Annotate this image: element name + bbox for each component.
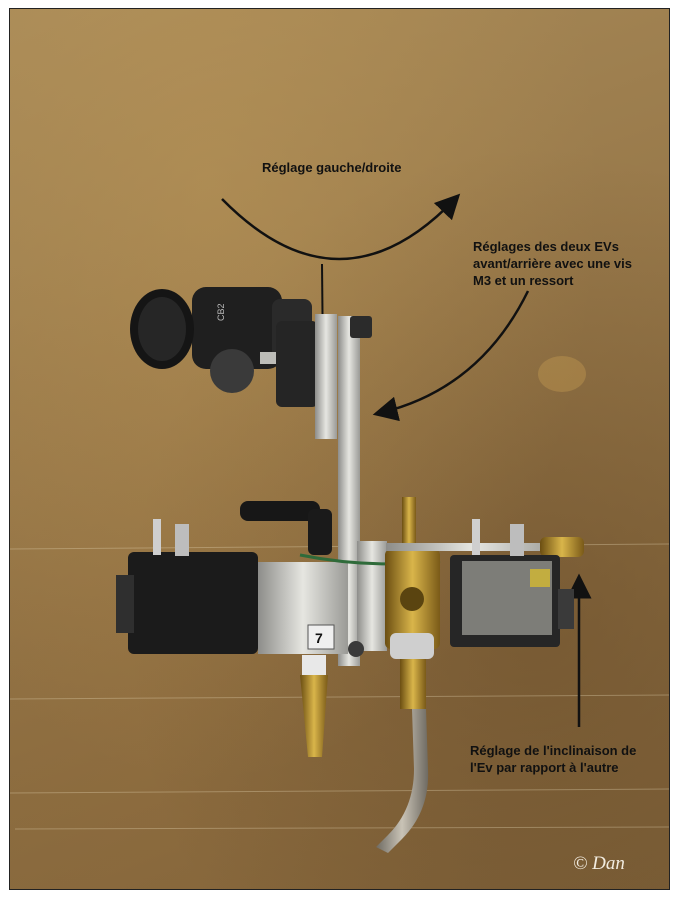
left-right-adjustment-label: Réglage gauche/droite <box>262 160 402 175</box>
photo-frame: CB2 7 <box>9 8 670 890</box>
front-back-arrow <box>372 290 530 422</box>
front-back-adjustment-label-line-2: avant/arrière avec une vis <box>473 256 632 271</box>
photo-scene: CB2 7 <box>10 193 669 853</box>
photo-credit: © Dan <box>573 853 625 874</box>
front-back-adjustment-label-line-1: Réglages des deux EVs <box>473 239 619 254</box>
right-solenoid-valve <box>386 519 584 647</box>
valve-tag-number: 7 <box>315 630 323 646</box>
tilt-adjustment-label-line-2: l'Ev par rapport à l'autre <box>470 760 619 775</box>
left-right-arrow <box>221 193 461 261</box>
board-stain <box>538 356 586 392</box>
ball-head-mount: CB2 <box>130 287 318 407</box>
brass-valve-body <box>376 497 440 853</box>
tilt-adjustment-label-line-1: Réglage de l'inclinaison de <box>470 743 637 758</box>
front-back-adjustment-label-line-3: M3 et un ressort <box>473 273 574 288</box>
camera-marking: CB2 <box>216 303 226 321</box>
left-solenoid-valve: 7 <box>116 501 348 757</box>
